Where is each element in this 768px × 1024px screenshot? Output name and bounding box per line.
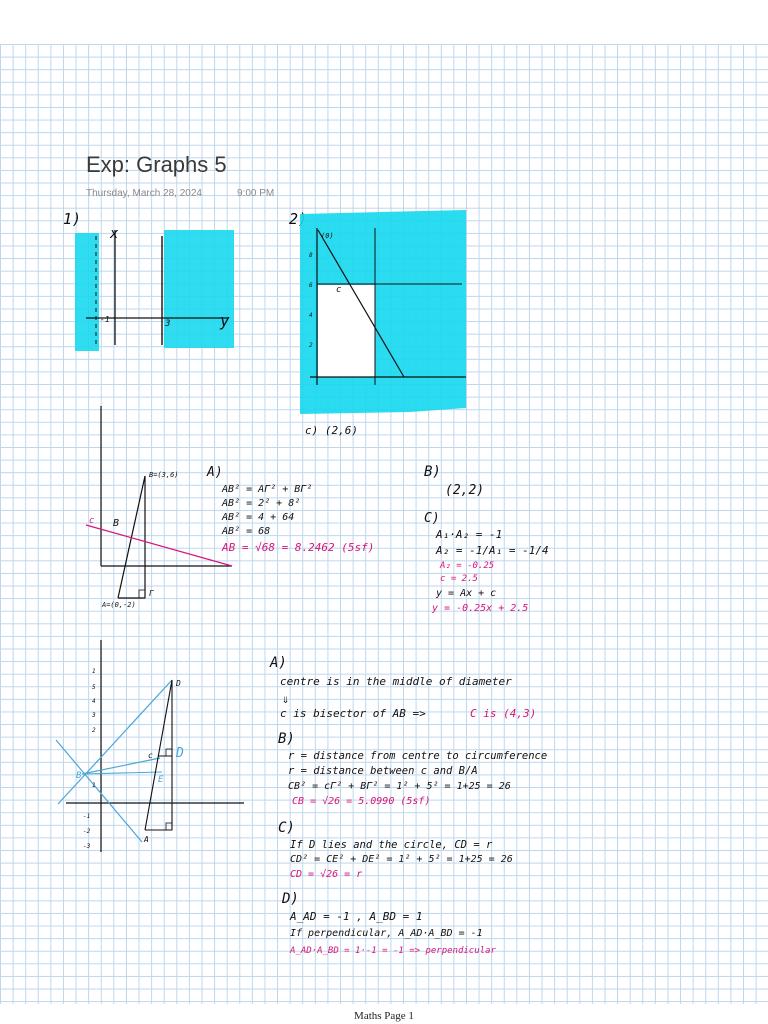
handwritten-text: c = 2.5 bbox=[440, 574, 478, 584]
handwritten-text: c is bisector of AB => bbox=[280, 707, 426, 720]
q1-minus-one: -1 bbox=[100, 315, 110, 324]
handwritten-text: 1 bbox=[92, 668, 96, 675]
handwritten-text: 3 bbox=[91, 712, 96, 719]
handwritten-text: D bbox=[175, 679, 181, 688]
handwritten-text: AB² = 2² + 8² bbox=[221, 498, 300, 509]
handwritten-text: 4 bbox=[309, 312, 313, 319]
q1-number: 1) bbox=[63, 210, 81, 228]
handwritten-text: C) bbox=[278, 820, 295, 836]
handwritten-text: 1 bbox=[92, 782, 96, 789]
q3-graph: B=(3,6) A=(0,-2) c B Γ bbox=[85, 406, 233, 609]
q1-three: 3 bbox=[164, 319, 170, 329]
handwritten-text: C is (4,3) bbox=[470, 707, 536, 720]
q1-graph: 1) x y -1 3 bbox=[63, 210, 234, 351]
q1-highlight-left bbox=[75, 233, 99, 351]
q2-c-label: c bbox=[336, 285, 341, 295]
page-time: 9:00 PM bbox=[237, 188, 275, 199]
q1-y-label: y bbox=[219, 311, 230, 330]
handwritten-text: -2 bbox=[83, 828, 91, 835]
handwritten-text: If D lies and the circle, CD = r bbox=[290, 839, 493, 851]
handwritten-text: E bbox=[158, 775, 164, 785]
handwritten-text: B) bbox=[278, 731, 295, 747]
handwritten-text: y = -0.25x + 2.5 bbox=[431, 603, 528, 614]
q4-part-a: A) centre is in the middle of diameter ⇓… bbox=[269, 655, 536, 720]
handwritten-text: A) bbox=[269, 655, 287, 671]
handwritten-text: A_AD = -1 , A_BD = 1 bbox=[289, 910, 422, 923]
page-title[interactable]: Exp: Graphs 5 bbox=[86, 152, 227, 177]
handwritten-text: B bbox=[76, 771, 82, 781]
q3-c-label: c bbox=[89, 516, 94, 526]
q3-b-label: B bbox=[113, 518, 119, 529]
handwritten-text: CB = √26 = 5.0990 (5sf) bbox=[292, 795, 430, 807]
handwritten-text: 5 bbox=[92, 684, 96, 691]
svg-text:Γ: Γ bbox=[149, 589, 155, 598]
handwritten-text: D) bbox=[281, 891, 299, 907]
grid-background bbox=[0, 44, 768, 1004]
handwritten-text: 2 bbox=[309, 342, 313, 349]
q3-part-a: A) AB² = AΓ² + BΓ² AB² = 2² + 8² AB² = 4… bbox=[206, 465, 374, 554]
q4-part-c: C) If D lies and the circle, CD = r CD² … bbox=[278, 820, 513, 880]
handwritten-text: 4 bbox=[92, 698, 96, 705]
handwritten-text: A) bbox=[206, 465, 223, 480]
handwritten-text: AB² = 68 bbox=[221, 526, 270, 537]
handwritten-text: r = distance between c and B/A bbox=[288, 765, 478, 777]
q3-part-b: B) (2,2) bbox=[424, 464, 484, 498]
handwritten-text: A bbox=[143, 835, 149, 844]
handwritten-text: c bbox=[148, 751, 153, 760]
handwritten-text: AB = √68 = 8.2462 (5sf) bbox=[221, 541, 374, 554]
q4-part-d: D) A_AD = -1 , A_BD = 1 If perpendicular… bbox=[281, 891, 496, 956]
q4-part-b: B) r = distance from centre to circumfer… bbox=[278, 731, 547, 807]
q3-part-c: C) A₁·A₂ = -1 A₂ = -1/A₁ = -1/4 A₂ = -0.… bbox=[424, 511, 549, 614]
handwritten-text: y = Ax + c bbox=[435, 588, 496, 599]
q2-cutout bbox=[318, 285, 375, 377]
handwritten-text: CD² = CE² + DE² = 1² + 5² = 1+25 = 26 bbox=[290, 854, 513, 865]
q4-graph: D c E A B D 1 5 4 3 2 1 -1 -2 -3 bbox=[55, 640, 244, 852]
handwritten-text: A_AD·A_BD = 1·-1 = -1 => perpendicular bbox=[289, 946, 496, 956]
handwritten-text: 6 bbox=[309, 282, 313, 289]
page-date: Thursday, March 28, 2024 bbox=[86, 188, 202, 199]
handwritten-text: 2 bbox=[92, 727, 96, 734]
handwritten-text: A₂ = -0.25 bbox=[439, 561, 494, 571]
q3-a-point: A=(0,-2) bbox=[101, 601, 136, 609]
q3-b-point: B=(3,6) bbox=[149, 471, 179, 479]
handwritten-text: -3 bbox=[83, 843, 91, 850]
handwritten-text: centre is in the middle of diameter bbox=[280, 675, 512, 688]
handwritten-text: C) bbox=[424, 511, 440, 526]
q2-graph: 2) (0) c 8 6 4 2 c) (2,6) bbox=[289, 210, 466, 437]
q2-top-label: (0) bbox=[321, 232, 334, 240]
handwritten-text: A₁·A₂ = -1 bbox=[435, 528, 502, 541]
handwritten-text: If perpendicular, A_AD·A_BD = -1 bbox=[290, 928, 483, 939]
handwritten-text: r = distance from centre to circumferenc… bbox=[288, 750, 547, 762]
handwritten-text: CD = √26 = r bbox=[290, 868, 362, 880]
handwritten-text: CB² = cΓ² + BΓ² = 1² + 5² = 1+25 = 26 bbox=[288, 781, 511, 792]
handwritten-text: B) bbox=[424, 464, 441, 480]
handwritten-text: 8 bbox=[309, 252, 313, 259]
handwritten-text: AB² = AΓ² + BΓ² bbox=[221, 484, 312, 495]
handwritten-text: A₂ = -1/A₁ = -1/4 bbox=[435, 544, 549, 557]
handwritten-text: ⇓ bbox=[282, 692, 289, 706]
page-footer: Maths Page 1 bbox=[354, 1010, 414, 1022]
handwritten-text: -1 bbox=[83, 813, 90, 820]
q1-x-label: x bbox=[109, 226, 119, 242]
handwritten-text: D bbox=[175, 746, 184, 761]
handwritten-text: (2,2) bbox=[445, 483, 484, 498]
q2-answer: c) (2,6) bbox=[305, 424, 358, 437]
handwritten-text: AB² = 4 + 64 bbox=[221, 512, 294, 523]
q1-highlight-right bbox=[164, 230, 234, 348]
